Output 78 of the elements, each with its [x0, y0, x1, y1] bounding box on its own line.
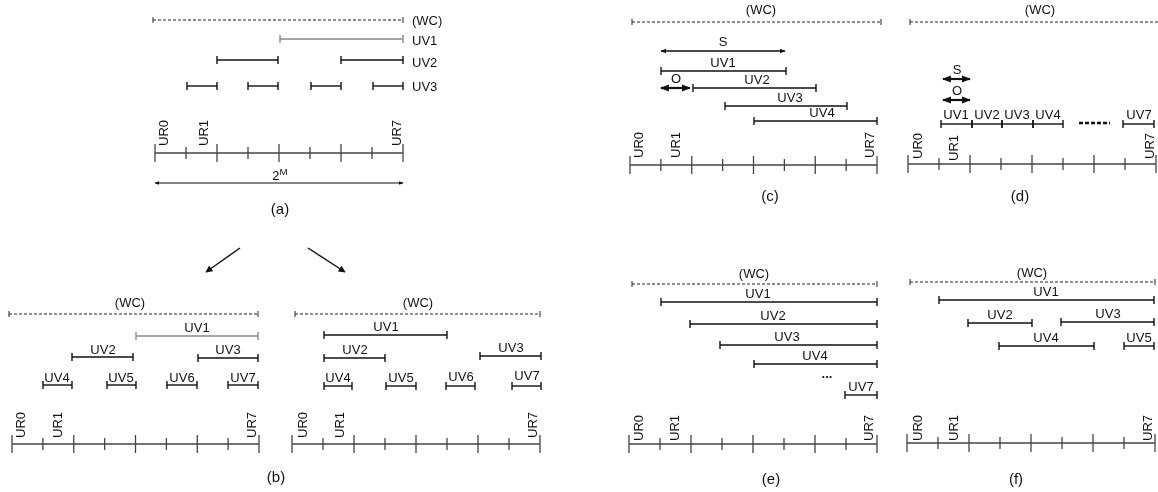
interval-label: ... [821, 366, 833, 380]
interval-label: UV4 [1035, 107, 1061, 121]
interval-label: UV2 [342, 342, 368, 356]
panel-caption: (d) [1010, 187, 1030, 203]
interval-label: UV7 [1126, 107, 1152, 121]
interval-label: 2$^{M}$ [272, 168, 288, 182]
axis-label: UR7 [244, 412, 258, 438]
axis-label: UR0 [910, 415, 924, 441]
axis-label: UR1 [196, 120, 210, 146]
interval-label: UV1 [184, 320, 210, 334]
interval-label: UV3 [777, 90, 803, 104]
axis-label: UR1 [50, 412, 64, 438]
axis-label: UR7 [862, 132, 876, 158]
interval-label: UV1 [745, 286, 771, 300]
interval-label: UV4 [809, 105, 835, 119]
interval-label: S [952, 62, 962, 76]
axis-label: UR0 [631, 415, 645, 441]
interval-label: (WC) [1024, 2, 1056, 16]
axis-label: UR7 [861, 415, 875, 441]
axis-label: UR7 [525, 412, 539, 438]
axis-label: UR1 [667, 415, 681, 441]
axis-label: UR7 [1142, 133, 1156, 159]
interval-label: S [718, 34, 728, 48]
interval-label: UV3 [412, 79, 438, 93]
panel-caption: (a) [270, 200, 290, 216]
interval-label: UV2 [744, 72, 770, 86]
interval-label: (WC) [745, 2, 777, 16]
panel-caption: (b) [266, 468, 286, 484]
interval-label: (WC) [738, 266, 770, 280]
interval-label: O [670, 71, 682, 85]
axis-label: UR1 [946, 135, 960, 161]
interval-label: UV7 [230, 370, 256, 384]
axis-label: UR0 [910, 133, 924, 159]
interval-label: (WC) [412, 13, 443, 27]
axis-label: UR0 [156, 120, 170, 146]
axis-label: UR0 [631, 132, 645, 158]
interval-label: UV5 [1126, 330, 1152, 344]
panel-caption: (f) [1008, 470, 1024, 486]
arrow [307, 247, 346, 273]
interval-label: UV2 [760, 308, 786, 322]
axis-label: UR1 [668, 132, 682, 158]
interval-label: UV7 [514, 368, 540, 382]
interval-label: UV5 [108, 370, 134, 384]
interval-label: UV4 [44, 370, 70, 384]
axis-label: UR1 [946, 415, 960, 441]
interval-label: UV6 [169, 370, 195, 384]
interval-label: UV7 [848, 379, 874, 393]
axis-label: UR7 [389, 120, 403, 146]
interval-label: UV3 [774, 329, 800, 343]
interval-label: (WC) [1016, 265, 1048, 279]
interval-label: (WC) [114, 295, 146, 309]
interval-label: UV4 [325, 370, 351, 384]
interval-label: UV3 [215, 342, 241, 356]
interval-label: UV3 [1095, 306, 1121, 320]
interval-label: UV1 [943, 107, 969, 121]
interval-label: O [951, 83, 963, 97]
panel-caption: (c) [761, 187, 779, 203]
interval-label: UV4 [1033, 330, 1059, 344]
interval-label: UV1 [412, 33, 438, 47]
axis-label: UR0 [295, 412, 309, 438]
interval-label: UV4 [802, 348, 828, 362]
interval-label: UV1 [373, 319, 399, 333]
axis-label: UR7 [1140, 415, 1154, 441]
interval-label: UV2 [987, 307, 1013, 321]
interval-label: UV1 [710, 55, 736, 69]
axis-label: UR1 [332, 412, 346, 438]
panel-caption: (e) [761, 470, 781, 486]
interval-label: UV3 [1004, 107, 1030, 121]
interval-label: UV1 [1033, 284, 1059, 298]
interval-label: (WC) [402, 295, 434, 309]
interval-label: UV2 [90, 342, 116, 356]
interval-label: UV5 [388, 370, 414, 384]
interval-label: UV2 [412, 55, 438, 69]
arrow [205, 247, 241, 273]
interval-label: UV6 [448, 369, 474, 383]
axis-label: UR0 [13, 412, 27, 438]
interval-label: UV2 [974, 107, 1000, 121]
interval-label: UV3 [498, 340, 524, 354]
